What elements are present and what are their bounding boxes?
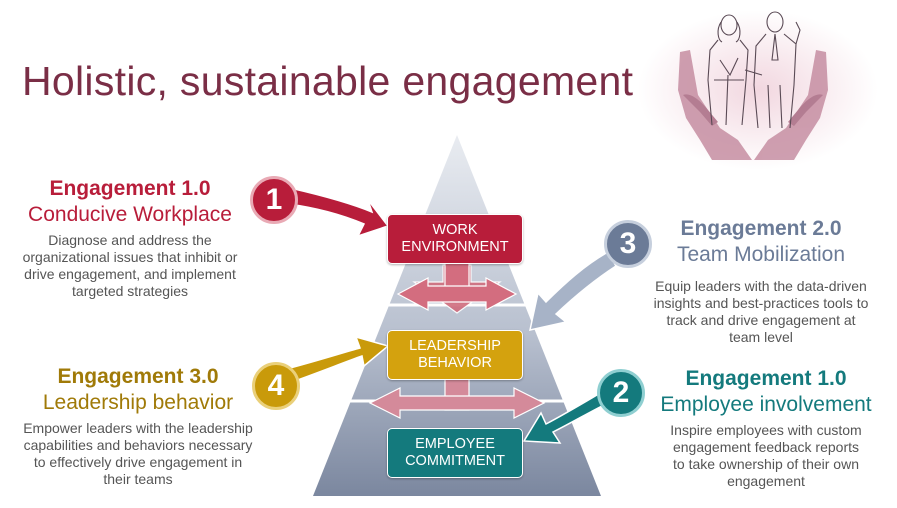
description-line: engagement feedback reports: [672, 439, 859, 455]
block-description: Empower leaders with the leadership capa…: [0, 420, 276, 488]
block-heading: Engagement 1.0: [685, 367, 847, 390]
engagement-block-team-mobilization: Engagement 2.0 Team Mobilization Equip l…: [626, 216, 896, 346]
arrow-2: [522, 391, 612, 444]
description-line: team level: [729, 329, 793, 345]
description-line: targeted strategies: [72, 283, 188, 299]
description-line: engagement: [727, 473, 805, 489]
arrow-4: [289, 335, 390, 384]
number-badge-1: 1: [250, 176, 298, 224]
leadership-behavior-line-1: LEADERSHIP: [409, 338, 501, 354]
block-subheading: Team Mobilization: [676, 243, 846, 266]
upper-connector-arrows: [396, 261, 518, 311]
description-line: Equip leaders with the data-driven: [655, 278, 867, 294]
block-description: Diagnose and address the organizational …: [0, 232, 260, 300]
hands-icon: [678, 50, 828, 160]
block-subheading: Leadership behavior: [42, 391, 234, 414]
description-line: drive engagement, and implement: [24, 266, 236, 282]
number-badge-2: 2: [597, 369, 645, 417]
employee-commitment-line-1: EMPLOYEE: [415, 436, 495, 452]
description-line: track and drive engagement at: [666, 312, 856, 328]
block-heading: Engagement 2.0: [680, 217, 842, 240]
employee-commitment-box: EMPLOYEE COMMITMENT: [387, 428, 523, 478]
block-subheading: Conducive Workplace: [28, 203, 232, 226]
block-description: Equip leaders with the data-driven insig…: [626, 278, 896, 346]
illustration-background: [638, 10, 878, 170]
leadership-behavior-line-2: BEHAVIOR: [418, 355, 492, 371]
arrow-3: [529, 250, 618, 331]
description-line: to effectively drive engagement in: [33, 454, 243, 470]
description-line: insights and best-practices tools to: [653, 295, 869, 311]
work-environment-line-1: WORK: [432, 222, 478, 238]
work-environment-box: WORK ENVIRONMENT: [387, 214, 523, 264]
arrow-1: [287, 187, 390, 238]
block-heading: Engagement 1.0: [49, 177, 211, 200]
description-line: Empower leaders with the leadership: [23, 420, 253, 436]
engagement-block-conducive-workplace: Engagement 1.0 Conducive Workplace Diagn…: [0, 176, 260, 300]
description-line: to take ownership of their own: [673, 456, 859, 472]
leadership-behavior-box: LEADERSHIP BEHAVIOR: [387, 330, 523, 380]
description-line: their teams: [103, 471, 173, 487]
employee-commitment-line-2: COMMITMENT: [405, 453, 505, 469]
description-line: Diagnose and address the: [48, 232, 212, 248]
block-description: Inspire employees with custom engagement…: [636, 422, 896, 490]
number-badge-4: 4: [252, 362, 300, 410]
block-heading: Engagement 3.0: [57, 365, 219, 388]
engagement-block-leadership-behavior: Engagement 3.0 Leadership behavior Empow…: [0, 364, 276, 488]
number-badge-3: 3: [604, 220, 652, 268]
block-subheading: Employee involvement: [660, 393, 872, 416]
work-environment-line-2: ENVIRONMENT: [401, 239, 509, 255]
engagement-block-employee-involvement: Engagement 1.0 Employee involvement Insp…: [636, 366, 896, 490]
description-line: organizational issues that inhibit or: [22, 249, 238, 265]
business-people-icon: [707, 11, 801, 129]
description-line: capabilities and behaviors necessary: [23, 437, 253, 453]
description-line: Inspire employees with custom: [670, 422, 862, 438]
page-title: Holistic, sustainable engagement: [22, 58, 634, 104]
